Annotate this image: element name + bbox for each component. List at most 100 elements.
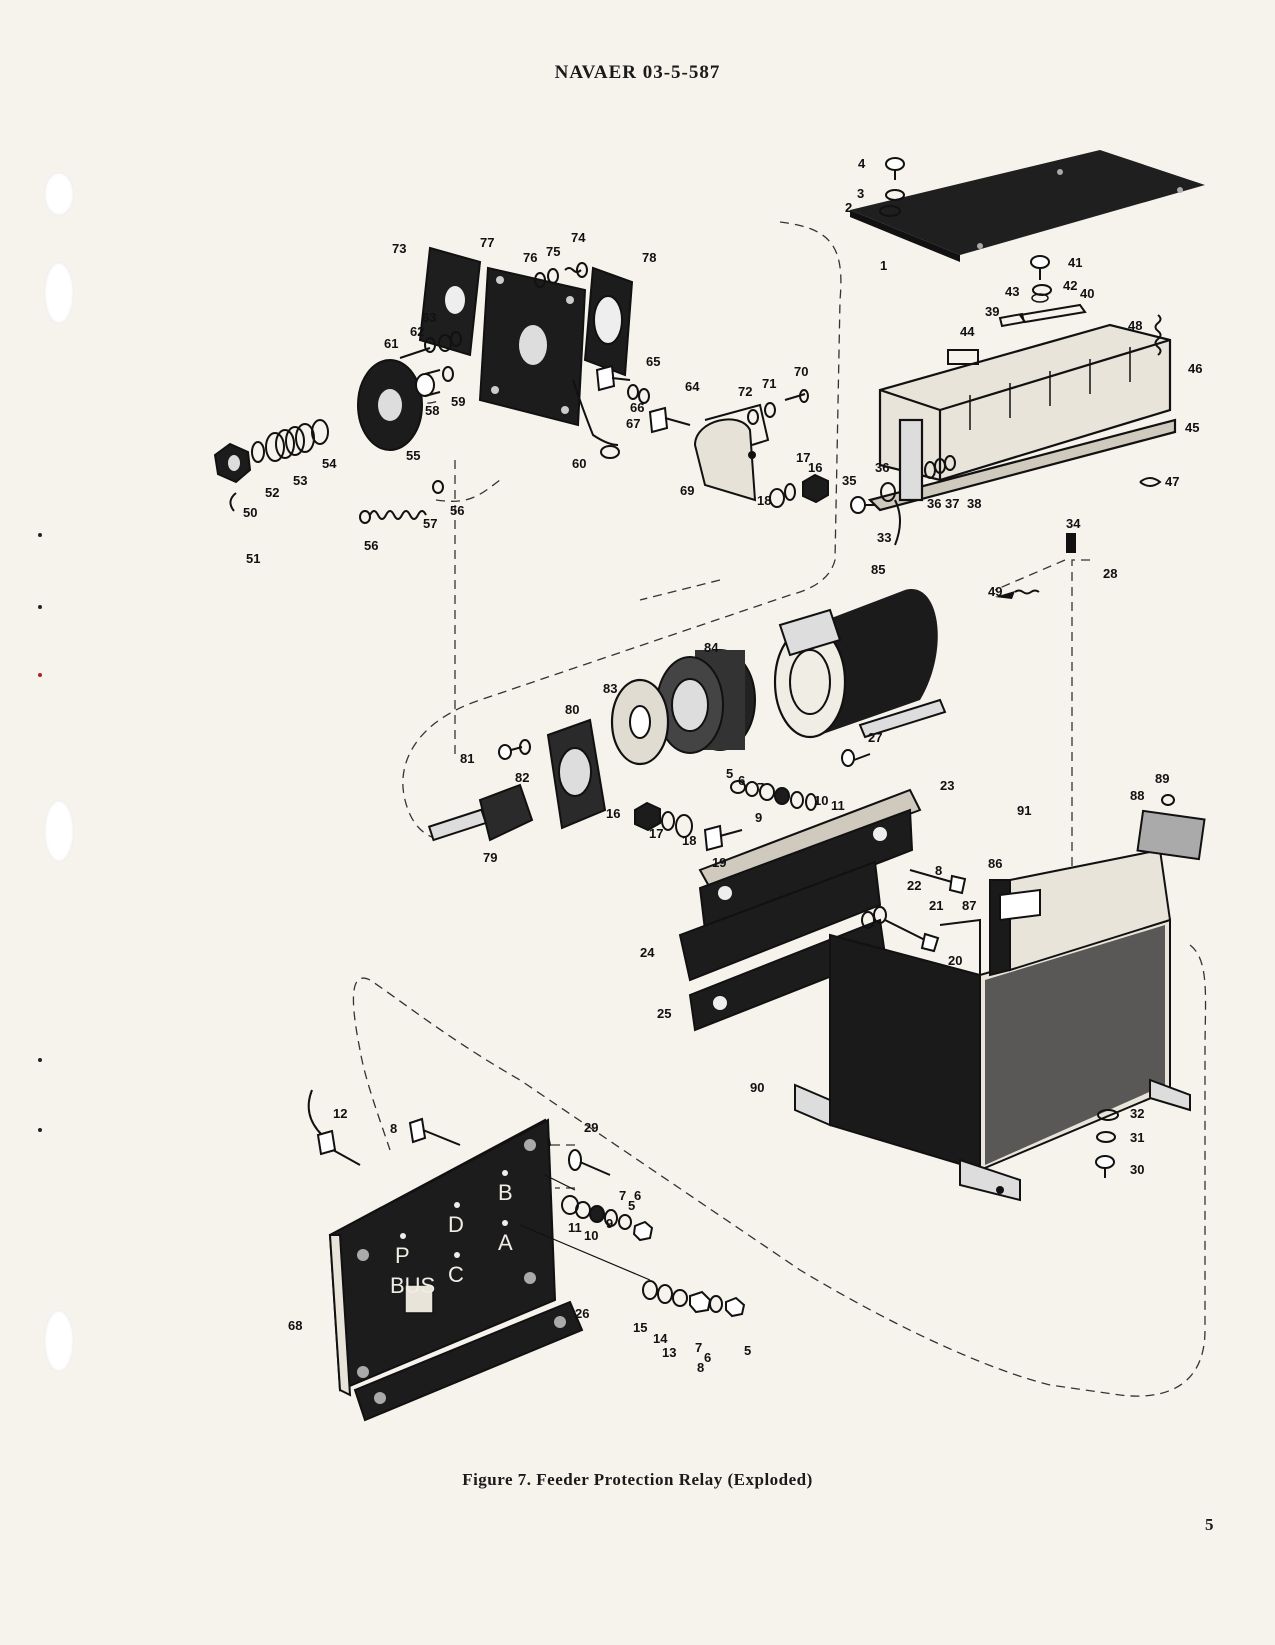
- callout-label-85: 85: [871, 562, 885, 577]
- spring-part-34: [1066, 533, 1076, 553]
- callout-label-57: 57: [423, 516, 437, 531]
- board-letter-p: P: [395, 1243, 410, 1268]
- callout-label-89: 89: [1155, 771, 1169, 786]
- washer-part-67: [638, 388, 650, 404]
- callout-label-43: 43: [1005, 284, 1019, 299]
- terminal-board-part-68: [328, 1118, 557, 1397]
- screw-part-70: [784, 389, 809, 403]
- washer-part-75: [547, 268, 559, 284]
- board-letter-c: C: [448, 1262, 464, 1287]
- coil-housing-part-85: [773, 589, 947, 739]
- callout-label-11: 11: [568, 1220, 582, 1235]
- margin-dot: [38, 605, 42, 609]
- callout-label-6: 6: [704, 1350, 711, 1365]
- callout-label-53: 53: [293, 473, 307, 488]
- callout-label-13: 13: [662, 1345, 676, 1360]
- plunger-part-79: [427, 783, 534, 842]
- callout-label-42: 42: [1063, 278, 1077, 293]
- washer-part-2: [879, 205, 901, 217]
- callout-label-70: 70: [794, 364, 808, 379]
- callout-label-20: 20: [948, 953, 962, 968]
- spring-part-46: [1154, 314, 1162, 356]
- block-part-77: [478, 266, 587, 427]
- page-header: NAVAER 03-5-587: [554, 62, 721, 83]
- callout-label-47: 47: [1165, 474, 1179, 489]
- callout-label-32: 32: [1130, 1106, 1144, 1121]
- callout-label-60: 60: [572, 456, 586, 471]
- screw-part-65: [595, 364, 631, 392]
- callout-label-17: 17: [649, 826, 663, 841]
- callout-label-73: 73: [392, 241, 406, 256]
- callout-label-21: 21: [929, 898, 943, 913]
- callout-label-86: 86: [988, 856, 1002, 871]
- screw-part-19: [703, 824, 743, 852]
- callout-label-61: 61: [384, 336, 398, 351]
- board-letter-b: B: [498, 1180, 513, 1205]
- callout-label-28: 28: [1103, 566, 1117, 581]
- callout-label-68: 68: [288, 1318, 302, 1333]
- callout-label-8: 8: [697, 1360, 704, 1375]
- pin-part-49: [995, 591, 1015, 599]
- terminal-board-part-24: [678, 860, 882, 982]
- callout-label-37: 37: [945, 496, 959, 511]
- callout-label-77: 77: [480, 235, 494, 250]
- screw-part-29: [568, 1149, 611, 1176]
- callout-label-87: 87: [962, 898, 976, 913]
- screw-part-89: [1161, 794, 1175, 806]
- terminal-board-part-23: [698, 788, 922, 932]
- callout-label-1: 1: [880, 258, 887, 273]
- callout-label-30: 30: [1130, 1162, 1144, 1177]
- callout-label-81: 81: [460, 751, 474, 766]
- callout-label-33: 33: [877, 530, 891, 545]
- callout-label-24: 24: [640, 945, 655, 960]
- callout-label-29: 29: [584, 1120, 598, 1135]
- callout-label-27: 27: [868, 730, 882, 745]
- ring-part-78: [583, 266, 634, 377]
- screw-part-8b: [408, 1117, 461, 1146]
- case-part-90: [794, 848, 1191, 1202]
- callout-label-45: 45: [1185, 420, 1199, 435]
- washer-part-54: [311, 419, 329, 445]
- binder-hole: [44, 262, 74, 324]
- nut-part-50: [213, 442, 252, 484]
- callout-label-5: 5: [726, 766, 733, 781]
- callout-label-91: 91: [1017, 803, 1031, 818]
- screw-part-61: [399, 337, 436, 359]
- binder-hole: [44, 172, 74, 216]
- washer-part-52: [251, 441, 265, 463]
- screw-part-20: [884, 919, 940, 953]
- screw-part-64: [648, 406, 691, 434]
- washer-stack-bottom: [642, 1280, 746, 1318]
- callout-label-41: 41: [1068, 255, 1082, 270]
- callout-label-3: 3: [857, 186, 864, 201]
- callout-label-19: 19: [712, 855, 726, 870]
- washer-stack-upper: [730, 780, 817, 811]
- callout-label-67: 67: [626, 416, 640, 431]
- callout-label-10: 10: [584, 1228, 598, 1243]
- callout-label-49: 49: [988, 584, 1002, 599]
- callout-label-6: 6: [634, 1188, 641, 1203]
- plate-part-80: [546, 718, 607, 830]
- callout-label-18: 18: [682, 833, 696, 848]
- callout-label-51: 51: [246, 551, 260, 566]
- washer-part-59: [442, 366, 454, 382]
- coil-part-84: [656, 649, 756, 754]
- callout-label-9: 9: [755, 810, 762, 825]
- callout-label-83: 83: [603, 681, 617, 696]
- washer-part-18a: [769, 488, 785, 508]
- plate-part-73: [418, 246, 482, 357]
- spring-part-53: [265, 423, 315, 462]
- binder-hole: [44, 800, 74, 862]
- clip-part-39-40: [998, 303, 1087, 328]
- callout-label-48: 48: [1128, 318, 1142, 333]
- washer-part-43: [1031, 293, 1049, 303]
- callout-label-66: 66: [630, 400, 644, 415]
- callout-label-9: 9: [606, 1216, 613, 1231]
- callout-label-7: 7: [757, 780, 764, 795]
- callout-label-16: 16: [606, 806, 620, 821]
- callout-label-36: 36: [927, 496, 941, 511]
- callout-label-7: 7: [619, 1188, 626, 1203]
- callout-label-2: 2: [845, 200, 852, 215]
- callout-label-63: 63: [422, 310, 436, 325]
- callout-label-8: 8: [935, 863, 942, 878]
